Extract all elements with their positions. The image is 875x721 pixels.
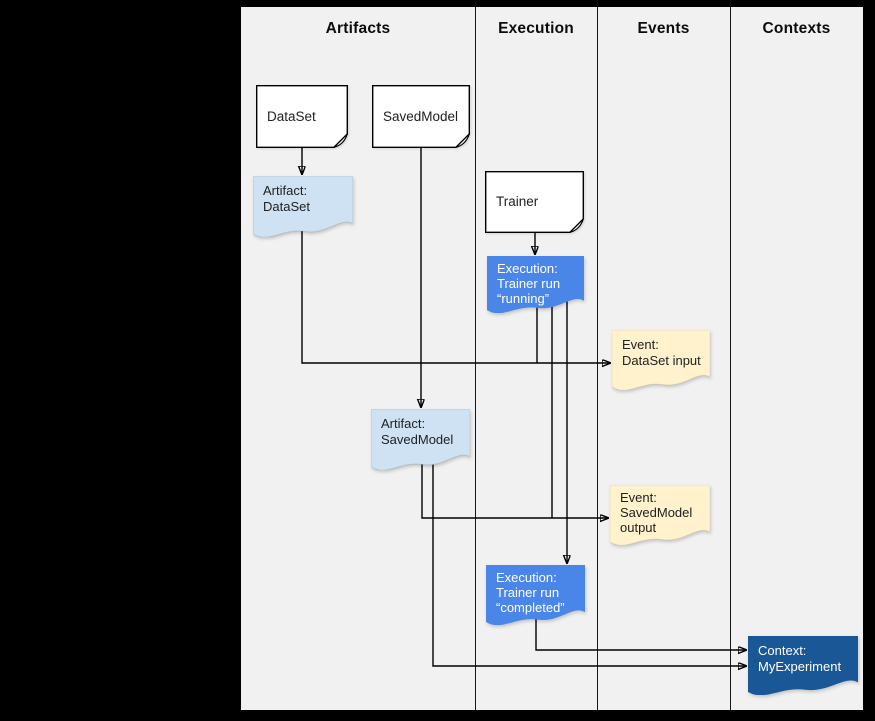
execution-completed-node: Execution: Trainer run “completed” <box>486 565 585 625</box>
execution-running-node: Execution: Trainer run “running” <box>487 256 584 313</box>
context-myexperiment-label: Context: MyExperiment <box>758 643 842 674</box>
artifact-dataset-node: Artifact: DataSet <box>253 176 353 237</box>
column-header-execution: Execution <box>498 20 574 37</box>
savedmodel-node: SavedModel <box>372 85 470 148</box>
artifact-savedmodel-label: Artifact: SavedModel <box>381 416 454 447</box>
artifact-savedmodel-node: Artifact: SavedModel <box>371 409 470 470</box>
column-separator <box>597 7 598 710</box>
dataset-node: DataSet <box>256 85 348 148</box>
event-savedmodel-output-label: Event: SavedModel output <box>620 490 693 535</box>
event-dataset-input-label: Event: DataSet input <box>622 337 701 368</box>
connector-artifact-savedmodel-to-event-savedmodel-output <box>421 455 608 518</box>
context-myexperiment-node: Context: MyExperiment <box>748 636 858 695</box>
execution-completed-label: Execution: Trainer run “completed” <box>496 570 565 615</box>
trainer-node: Trainer <box>485 171 584 233</box>
connector-artifact-dataset-to-event-dataset-input <box>301 222 610 363</box>
column-header-artifacts: Artifacts <box>325 20 391 37</box>
column-header-events: Events <box>637 20 690 37</box>
column-header-contexts: Contexts <box>762 20 831 37</box>
dataset-label: DataSet <box>267 108 316 124</box>
diagram-canvas: Artifacts Execution Events Contexts Data… <box>241 7 863 710</box>
trainer-label: Trainer <box>496 194 539 209</box>
event-dataset-input-node: Event: DataSet input <box>612 330 710 390</box>
connector-execution-completed-to-context <box>535 610 746 650</box>
execution-running-label: Execution: Trainer run “running” <box>497 261 561 306</box>
artifact-dataset-label: Artifact: DataSet <box>263 183 310 214</box>
column-separator <box>730 7 731 710</box>
connector-artifact-savedmodel-to-context <box>432 455 746 666</box>
column-separator <box>475 7 476 710</box>
note-shape <box>485 171 584 233</box>
connector-layer <box>241 148 863 710</box>
savedmodel-label: SavedModel <box>383 108 459 124</box>
note-shape <box>256 85 348 148</box>
event-savedmodel-output-node: Event: SavedModel output <box>610 485 710 545</box>
note-shape <box>372 85 470 148</box>
